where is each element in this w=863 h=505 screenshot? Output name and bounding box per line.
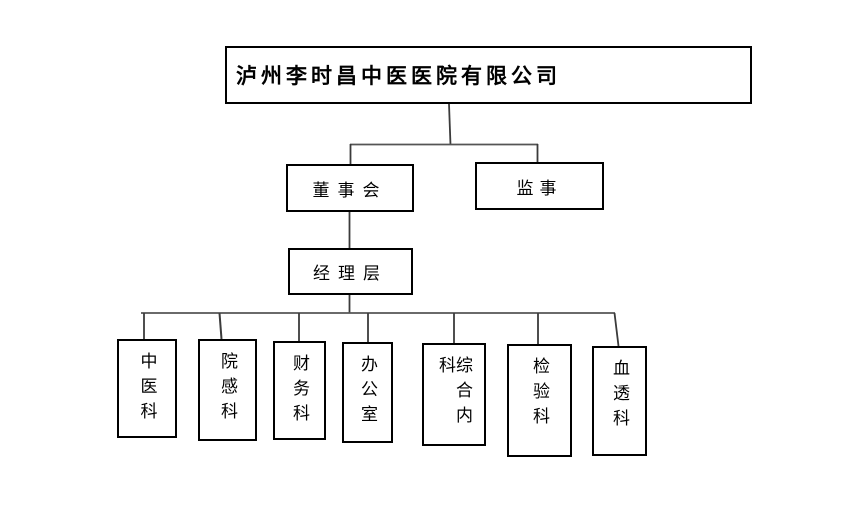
connector-drop-dept-2 xyxy=(218,312,223,340)
dept-general-internal-medicine-label: 综合内科 xyxy=(436,356,472,431)
dept-finance-label: 财务科 xyxy=(290,354,309,429)
dept-hemodialysis-label: 血透科 xyxy=(610,359,629,434)
org-box-dept-finance: 财务科 xyxy=(273,341,326,440)
dept-laboratory-label: 检验科 xyxy=(530,357,549,432)
dept-tcm-label: 中医科 xyxy=(137,352,157,427)
company-name-label: 泸州李时昌中医医院有限公司 xyxy=(236,64,561,88)
org-box-dept-hemodialysis: 血透科 xyxy=(592,346,647,456)
org-box-dept-infection-control: 院感科 xyxy=(198,339,257,441)
supervisor-label: 监事 xyxy=(516,178,563,198)
dept-infection-control-label: 院感科 xyxy=(218,352,237,427)
connector-root-stub xyxy=(448,103,452,146)
org-box-dept-laboratory: 检验科 xyxy=(507,344,572,457)
board-label: 董事会 xyxy=(312,180,388,200)
org-box-company: 泸州李时昌中医医院有限公司 xyxy=(225,46,752,104)
org-box-dept-tcm: 中医科 xyxy=(117,339,177,438)
management-label: 经理层 xyxy=(313,264,388,283)
org-box-management: 经理层 xyxy=(288,248,413,295)
org-box-dept-general-internal-medicine: 综合内科 xyxy=(422,343,486,446)
org-box-supervisor: 监事 xyxy=(475,162,604,210)
connector-drop-dept-7 xyxy=(613,312,620,347)
dept-office-label: 办公室 xyxy=(358,355,377,430)
org-box-board: 董事会 xyxy=(286,164,414,212)
org-box-dept-office: 办公室 xyxy=(342,342,393,443)
